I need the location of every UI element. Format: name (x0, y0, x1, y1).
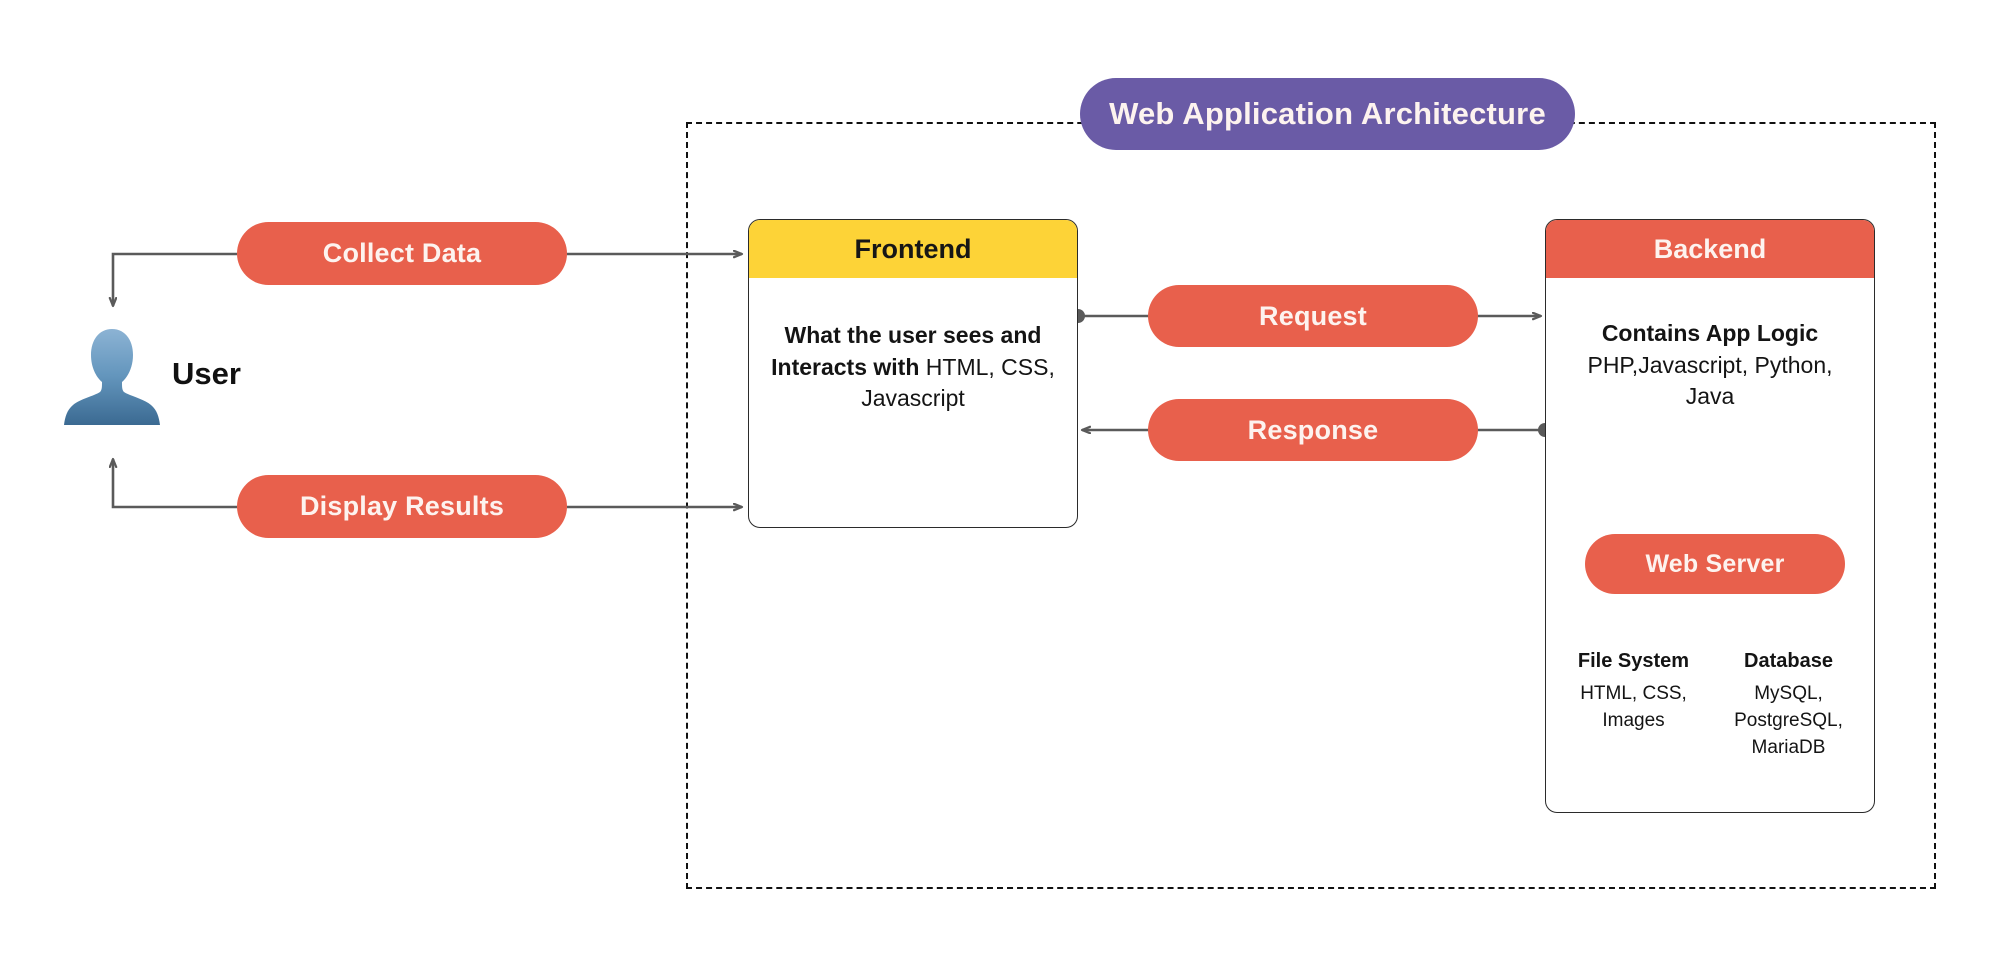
backend-card-body: Contains App Logic PHP,Javascript, Pytho… (1546, 278, 1874, 427)
backend-column-database: Database MySQL, PostgreSQL, MariaDB (1716, 650, 1861, 762)
pill-collect-data[interactable]: Collect Data (237, 222, 567, 285)
database-text: MySQL, PostgreSQL, MariaDB (1734, 683, 1843, 758)
file-system-title: File System (1577, 650, 1690, 672)
user-silhouette-icon (64, 329, 160, 425)
file-system-text: HTML, CSS, Images (1580, 683, 1687, 731)
frontend-card[interactable]: Frontend What the user sees and Interact… (748, 219, 1078, 528)
diagram-title-banner: Web Application Architecture (1080, 78, 1575, 150)
pill-display-results[interactable]: Display Results (237, 475, 567, 538)
backend-card-header: Backend (1546, 220, 1874, 278)
arrow-collect-to-user (113, 252, 237, 306)
backend-body-strong: Contains App Logic (1601, 320, 1819, 346)
frontend-card-body: What the user sees and Interacts with HT… (749, 278, 1077, 429)
frontend-body-regular: HTML, CSS, Javascript (861, 353, 1055, 412)
pill-web-server[interactable]: Web Server (1585, 534, 1845, 594)
pill-response[interactable]: Response (1148, 399, 1478, 461)
backend-body-regular: PHP,Javascript, Python, Java (1587, 351, 1833, 410)
user-label: User (172, 356, 241, 391)
database-title: Database (1744, 650, 1833, 672)
pill-request[interactable]: Request (1148, 285, 1478, 347)
backend-resource-columns: File System HTML, CSS, Images Database M… (1561, 650, 1861, 762)
arrow-display-to-user (113, 459, 237, 509)
frontend-body-strong: What the user sees and Interacts with (771, 322, 1042, 380)
backend-card[interactable]: Backend Contains App Logic PHP,Javascrip… (1545, 219, 1875, 813)
frontend-card-header: Frontend (749, 220, 1077, 278)
backend-column-file-system: File System HTML, CSS, Images (1561, 650, 1706, 762)
